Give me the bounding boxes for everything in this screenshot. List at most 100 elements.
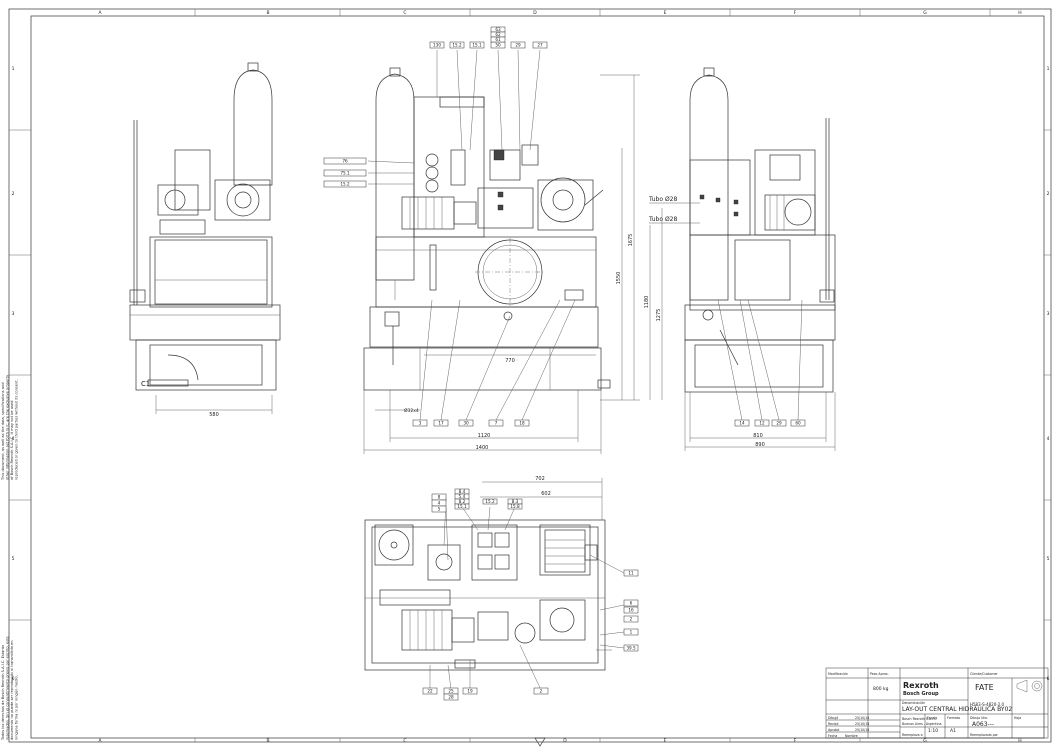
dim-810: 810 <box>753 433 763 439</box>
pressure-gauge <box>425 179 439 193</box>
tb-sheet-size: A1 <box>950 728 956 734</box>
brand-bosch: Bosch Group <box>903 691 939 697</box>
balloon: 60 <box>795 421 801 426</box>
side-note-line: of Bosch Rexroth S.A.I.C. It may not be … <box>10 401 14 480</box>
row-labels-right: 1 2 3 4 5 6 <box>1047 66 1050 682</box>
front-pump <box>540 177 586 223</box>
right-balloons-bottom: 14 12 29 60 <box>734 419 806 427</box>
column-labels-bottom: A B C D E F G H <box>98 738 1021 744</box>
balloon: 29 <box>776 421 782 426</box>
accumulator-bottle <box>233 69 273 186</box>
tb-company: Bosch Rexroth S.A.I.C. <box>902 717 937 721</box>
balloon: 15.1 <box>457 504 467 509</box>
balloon: 14 <box>739 421 745 426</box>
col-label: E <box>664 10 667 16</box>
balloon: 25 <box>448 689 454 694</box>
tb-format-label: Formato <box>947 716 960 720</box>
accumulator-cap <box>247 62 259 72</box>
tb-weight: 800 kg <box>873 686 889 692</box>
tb-scale: 1:10 <box>928 728 938 734</box>
top-motor <box>539 524 591 576</box>
row-label: 5 <box>12 556 15 562</box>
front-balloons-left: 76 75.1 15.2 <box>323 157 367 188</box>
side-note-line: Todos los derechos de Bosch Rexroth S.A.… <box>1 645 5 741</box>
tb-title-label: Denominación <box>902 701 925 705</box>
tb-checked-date: 25/10/18 <box>855 722 869 726</box>
tube-label: Tubo Ø28 <box>648 216 677 223</box>
tb-weight-label: Peso Aprox. <box>870 672 889 676</box>
front-base <box>363 347 602 391</box>
electric-motor <box>214 179 271 221</box>
dim-1675: 1675 <box>628 234 634 247</box>
balloon: 63 <box>495 27 501 32</box>
front-view: 770 1120 1400 1550 1675 Ø32x4 <box>363 49 640 454</box>
tb-replaces-label: Reemplaza a <box>902 733 923 737</box>
right-manifold <box>689 159 751 236</box>
balloon: 2 <box>540 689 543 694</box>
tb-sheet-label: Hoja <box>1014 716 1021 720</box>
balloon: 29 <box>515 43 521 48</box>
row-labels-left: 1 2 3 4 5 6 <box>12 66 15 682</box>
title-block: Modificación Peso Aprox. 800 kg Rexroth … <box>825 667 1049 739</box>
balloon: 15.2 <box>452 43 462 48</box>
top-accumulator <box>374 524 414 566</box>
col-label: B <box>266 10 269 16</box>
tb-drawn-label: Dibujó <box>828 716 838 720</box>
balloon: 4 <box>438 501 441 506</box>
balloon: 12 <box>759 421 765 426</box>
pressure-gauge <box>425 166 439 180</box>
top-balloons: 8 4 5 8.4 5.4 8.2 15.1 15.2 8.3 15.8 11 … <box>422 488 639 701</box>
valve-block <box>477 187 534 229</box>
row-label: 5 <box>1047 556 1050 562</box>
tb-drawing-no-label: Dibujo Nro. <box>970 716 988 720</box>
dim-1120: 1120 <box>478 433 491 439</box>
right-base <box>684 339 834 393</box>
balloon: 8.4 <box>459 489 466 494</box>
side-note-line: documento no puede ser reproducido ni tr… <box>10 640 14 740</box>
balloon: 16 <box>628 608 634 613</box>
tb-approved-date: 25/10/18 <box>855 728 869 732</box>
client-logo: FATE <box>975 683 994 692</box>
side-copyright-note-en: This document, as well as the data, spec… <box>1 374 19 481</box>
row-label: 2 <box>12 191 15 197</box>
row-label: 3 <box>12 311 15 317</box>
balloon: 62 <box>495 32 501 37</box>
dim-602: 602 <box>541 491 551 497</box>
col-label: D <box>533 10 537 16</box>
top-outline <box>364 519 606 671</box>
balloon: 11 <box>628 571 634 576</box>
balloon: 2 <box>630 617 633 622</box>
top-view: 702 602 <box>364 476 625 691</box>
dim-770: 770 <box>505 358 515 364</box>
dim-hole: Ø32x4 <box>404 407 419 414</box>
balloon: 39.5 <box>626 646 636 651</box>
row-label: 2 <box>1047 191 1050 197</box>
row-label: 3 <box>1047 311 1050 317</box>
col-label: A <box>98 10 102 16</box>
balloon: 5 <box>438 507 441 512</box>
balloon: 17 <box>438 421 444 426</box>
col-label: C <box>403 738 406 744</box>
center-mark-icon <box>534 737 546 747</box>
motor-frame <box>174 149 211 211</box>
balloon: 15.1 <box>472 43 482 48</box>
tb-approved-label: Aprobó <box>828 728 839 732</box>
side-note-line: ninguna forma ni por ningún medio. <box>15 675 19 740</box>
oil-tank <box>149 236 273 308</box>
pump-body <box>157 184 199 216</box>
tb-main-title: LAY-OUT CENTRAL HIDRÁULICA BY02 <box>902 706 1012 713</box>
tb-name-label: Nombre <box>845 734 858 738</box>
row-label: 4 <box>1047 436 1050 442</box>
side-copyright-note: Todos los derechos de Bosch Rexroth S.A.… <box>1 635 19 741</box>
balloon: 28 <box>448 695 454 700</box>
balloon: 18 <box>519 421 525 426</box>
col-label: B <box>266 738 269 744</box>
base-frame <box>129 304 281 341</box>
balloon: 76 <box>342 159 348 164</box>
dim-1275: 1275 <box>656 309 662 322</box>
dim-1550: 1550 <box>616 272 622 285</box>
inner-frame <box>30 15 1045 739</box>
balloon: 8.3 <box>512 499 519 504</box>
balloon: 15.2 <box>340 182 350 187</box>
